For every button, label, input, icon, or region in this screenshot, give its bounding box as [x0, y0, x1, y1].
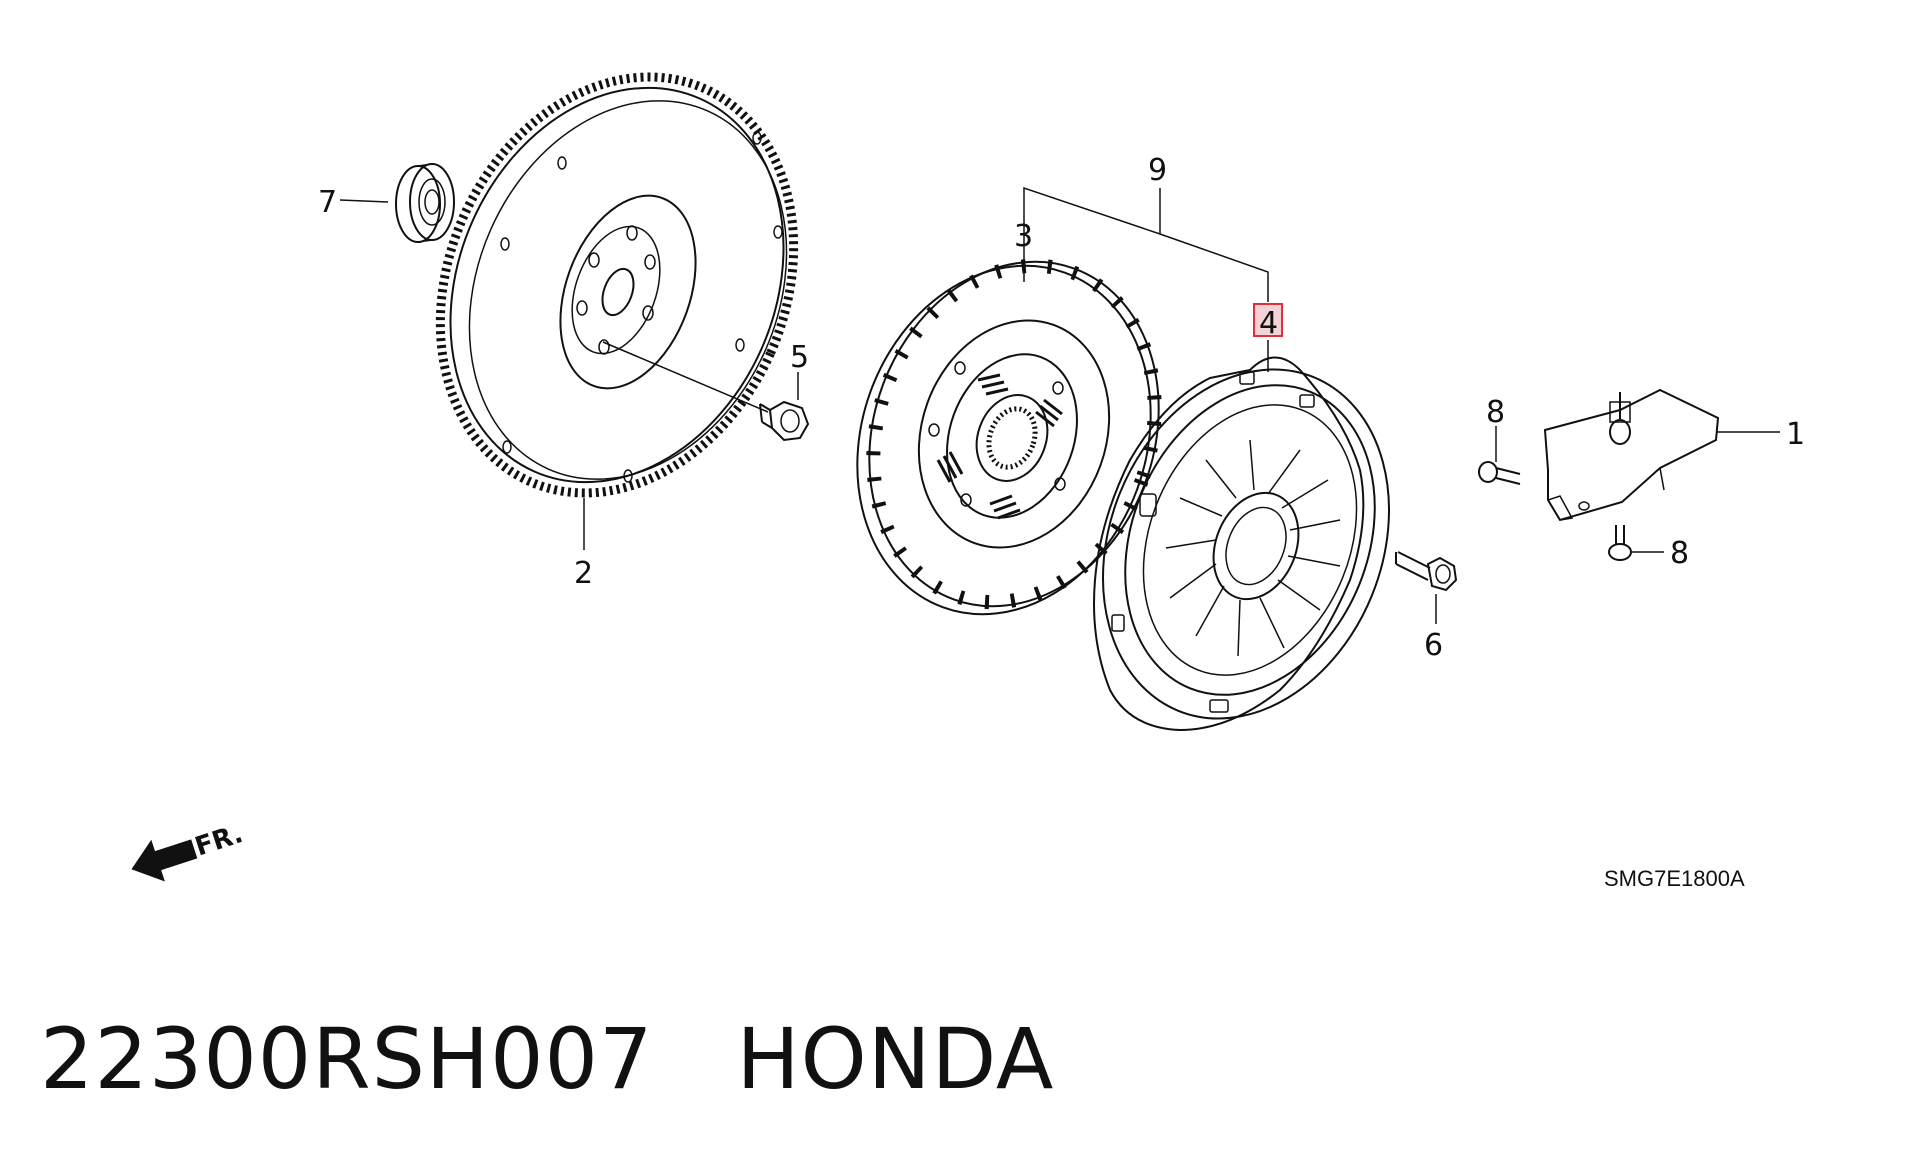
- bracket-bolt-lower: [1608, 525, 1632, 561]
- callout-8-lower: 8: [1670, 536, 1689, 571]
- highlight-box: [1253, 303, 1283, 337]
- callout-9: 9: [1148, 153, 1167, 188]
- pressure-plate: [1093, 356, 1390, 732]
- front-arrow-label: FR.: [192, 819, 247, 862]
- front-direction-arrow-icon: FR.: [131, 819, 247, 882]
- bracket-bolt-upper: [1478, 461, 1521, 485]
- callout-8-upper: 8: [1486, 395, 1505, 430]
- bracket: [1543, 388, 1720, 522]
- callout-3: 3: [1014, 219, 1033, 254]
- part-title: 22300RSH007 HONDA: [40, 1010, 1054, 1108]
- callout-7: 7: [318, 185, 337, 220]
- callout-2: 2: [574, 556, 593, 591]
- callout-6: 6: [1424, 628, 1443, 663]
- callout-1: 1: [1786, 417, 1805, 452]
- pilot-bearing: [395, 163, 455, 243]
- callout-4: 4: [1259, 306, 1278, 341]
- flywheel-bolt: [759, 400, 810, 442]
- cover-bolt: [1395, 551, 1458, 592]
- callout-5: 5: [790, 340, 809, 375]
- clutch-disc: [856, 258, 1162, 616]
- leader-lines: [339, 186, 1780, 624]
- flywheel: [435, 72, 799, 498]
- diagram-code: SMG7E1800A: [1604, 866, 1745, 891]
- part-number: 22300RSH007: [40, 1010, 654, 1108]
- brand-name: HONDA: [736, 1010, 1055, 1108]
